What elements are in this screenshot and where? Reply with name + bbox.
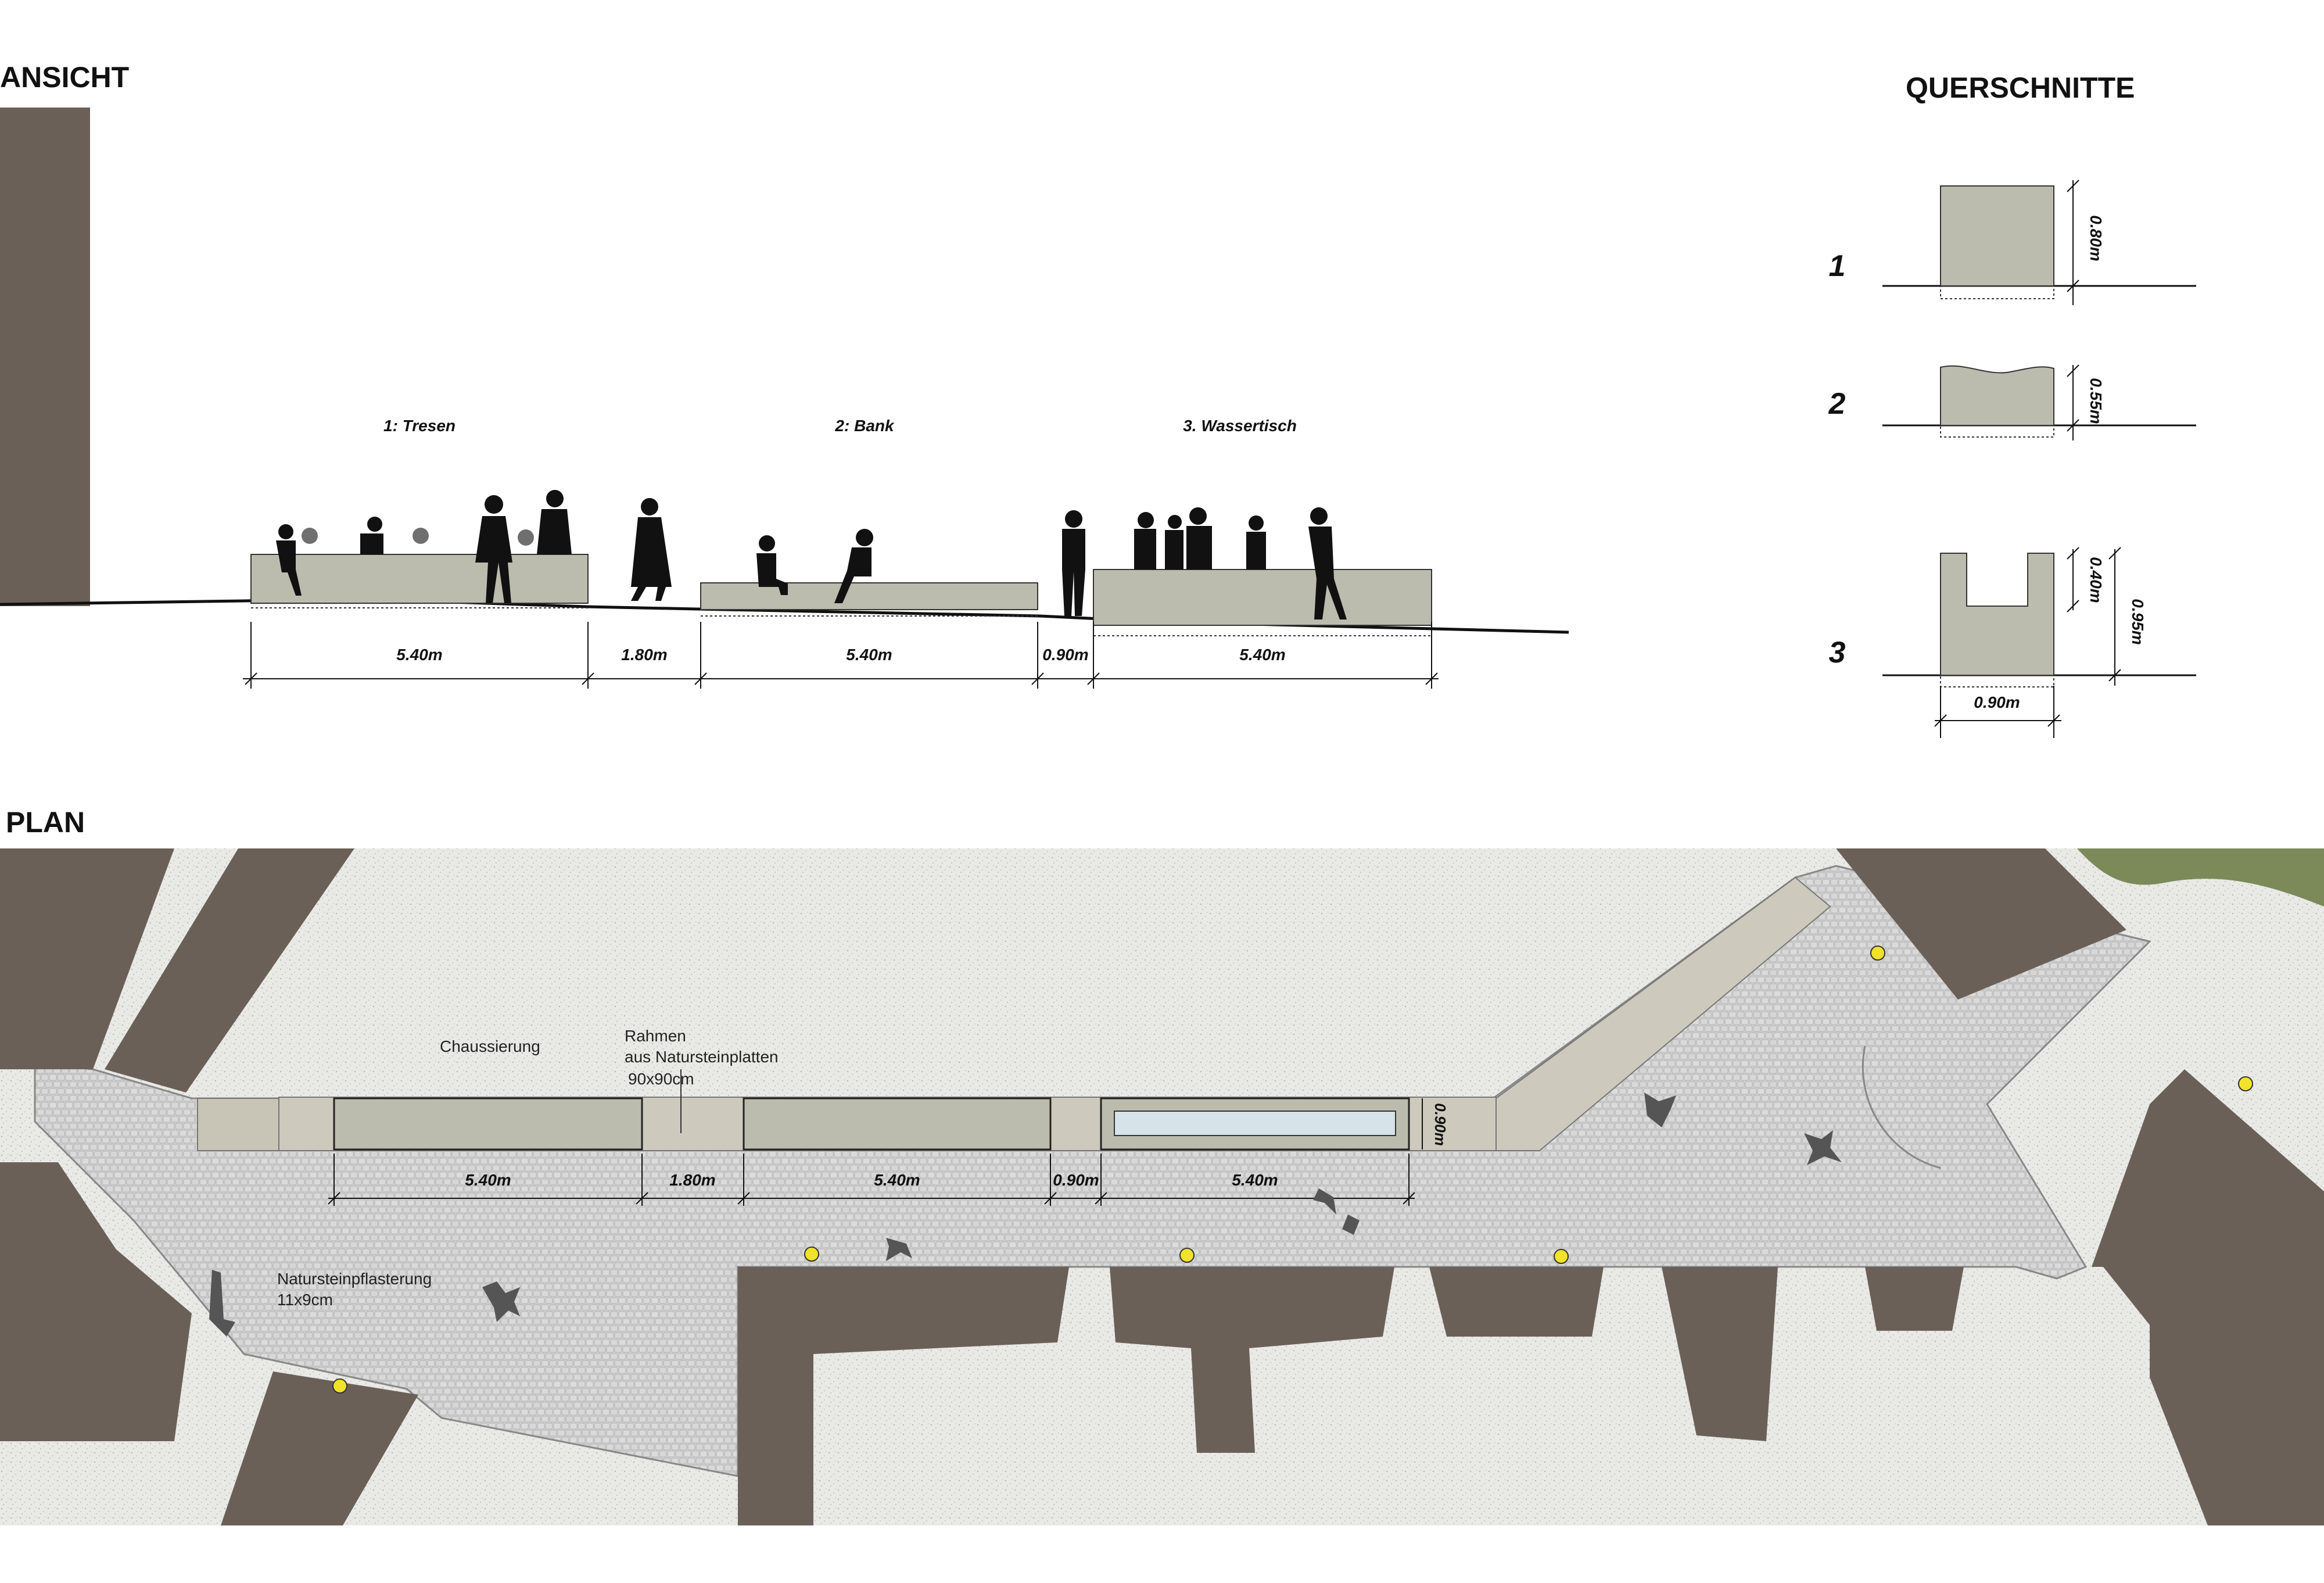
yellow-markers bbox=[332, 945, 2253, 1394]
building bbox=[1662, 1267, 1778, 1441]
dim-plan-2: 1.80m bbox=[669, 1171, 715, 1189]
counter-plan bbox=[333, 1097, 643, 1151]
plan-dimension-chain bbox=[328, 1098, 1423, 1206]
frame-note-line1: Rahmen bbox=[625, 1027, 686, 1045]
elevation-dimension-chain bbox=[243, 622, 1439, 689]
door-swing-arc bbox=[1862, 1045, 1941, 1169]
stone-frame-diagonal bbox=[1495, 876, 1831, 1151]
dim-plan-3: 5.40m bbox=[874, 1171, 920, 1189]
section-1-shape bbox=[1940, 185, 2054, 286]
water-table-label: 3. Wassertisch bbox=[1183, 417, 1297, 435]
dim-elev-4: 0.90m bbox=[1042, 646, 1088, 664]
elevation-view: 1: Tresen 2: Bank 3. Wassertisch bbox=[0, 108, 1569, 689]
gravel-note: Chaussierung bbox=[440, 1037, 540, 1055]
building bbox=[1865, 1267, 1964, 1331]
dim-plan-1: 5.40m bbox=[465, 1171, 511, 1189]
section-3-height: 0.95m bbox=[2129, 599, 2147, 644]
building bbox=[2016, 1069, 2324, 1525]
building bbox=[1110, 1267, 1394, 1453]
building bbox=[221, 1371, 418, 1525]
building bbox=[105, 848, 354, 1093]
sections-title: QUERSCHNITTE bbox=[1906, 71, 2135, 104]
bench-label: 2: Bank bbox=[834, 417, 895, 435]
lawn-area bbox=[2077, 848, 2324, 907]
marker bbox=[1870, 945, 1885, 961]
section-3-shape bbox=[1940, 553, 2054, 676]
marker bbox=[1179, 1248, 1195, 1263]
building bbox=[1888, 848, 1952, 930]
dim-elev-3: 5.40m bbox=[846, 646, 892, 664]
frame-note-line2: aus Natursteinplatten bbox=[625, 1048, 779, 1066]
frame-note-line3: 90x90cm bbox=[628, 1070, 694, 1088]
dim-plan-5: 5.40m bbox=[1232, 1171, 1278, 1189]
dim-elev-2: 1.80m bbox=[621, 646, 667, 664]
buildings bbox=[0, 848, 2324, 1525]
dim-plan-4: 0.90m bbox=[1053, 1171, 1099, 1189]
marker bbox=[332, 1378, 347, 1394]
bench-plan bbox=[743, 1097, 1052, 1151]
person-shadows bbox=[209, 1093, 1842, 1337]
section-3-width: 0.90m bbox=[1974, 693, 2020, 711]
bench-elevation bbox=[700, 582, 1038, 610]
building-facade bbox=[0, 108, 90, 606]
paving-note-line2: 11x9cm bbox=[277, 1291, 333, 1309]
counter-label: 1: Tresen bbox=[383, 417, 456, 435]
section-3-inner-depth: 0.40m bbox=[2087, 557, 2105, 603]
section-2-number: 2 bbox=[1828, 387, 1846, 421]
water-table-elevation bbox=[1093, 569, 1432, 626]
people-silhouettes bbox=[276, 490, 1347, 619]
section-3-number: 3 bbox=[1829, 636, 1846, 669]
building bbox=[738, 1267, 1069, 1525]
cross-sections: 1 0.80m 2 0.55m 3 0.40m 0.95m bbox=[1828, 180, 2196, 738]
counter-elevation bbox=[250, 554, 589, 604]
marker bbox=[804, 1247, 819, 1262]
dim-elev-1: 5.40m bbox=[396, 646, 442, 664]
plan-title: PLAN bbox=[6, 806, 85, 839]
plants bbox=[302, 528, 534, 546]
building bbox=[1836, 848, 2126, 1000]
site-plan: 5.40m 1.80m 5.40m 0.90m 5.40m 0.90m Chau… bbox=[0, 848, 2324, 1525]
elevation-title: ANSICHT bbox=[0, 61, 129, 94]
marker bbox=[2238, 1076, 2253, 1091]
building bbox=[1429, 1267, 1604, 1337]
building bbox=[0, 848, 174, 1069]
water-basin bbox=[1114, 1111, 1396, 1136]
section-2-height: 0.55m bbox=[2087, 378, 2105, 424]
marker bbox=[1554, 1249, 1569, 1264]
section-1-height: 0.80m bbox=[2087, 215, 2105, 261]
paving-note-line1: Natursteinpflasterung bbox=[277, 1270, 432, 1288]
dim-elev-5: 5.40m bbox=[1239, 646, 1285, 664]
section-2-shape bbox=[1940, 365, 2054, 426]
section-1-number: 1 bbox=[1829, 249, 1846, 283]
building bbox=[0, 1162, 192, 1441]
dim-plan-depth: 0.90m bbox=[1432, 1103, 1449, 1146]
